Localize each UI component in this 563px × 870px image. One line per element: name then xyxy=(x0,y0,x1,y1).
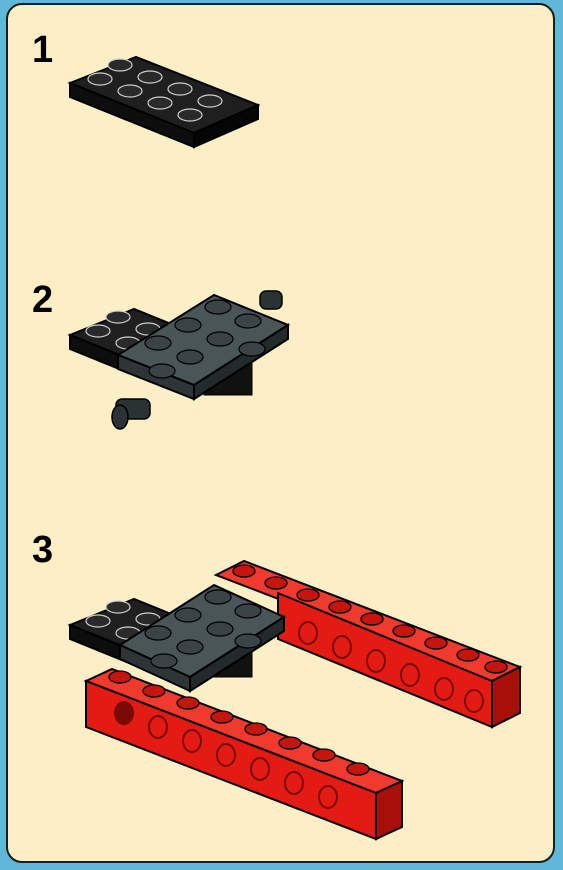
instruction-panel: 1 2 xyxy=(6,3,555,863)
dark-gray-plate-with-pins xyxy=(120,585,284,691)
red-technic-brick-1x8-front xyxy=(86,669,402,839)
step-3-illustration xyxy=(8,5,555,863)
